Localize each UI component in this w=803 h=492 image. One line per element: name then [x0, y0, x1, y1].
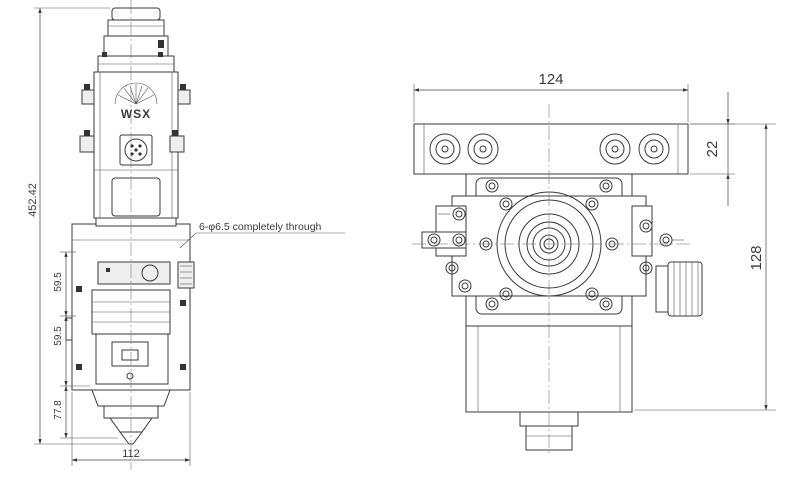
dim-segment-b: 59.5: [53, 326, 64, 346]
logo-text: WSX: [121, 107, 151, 121]
side-view: 124 22 128: [412, 71, 776, 456]
fitting-4-icon: [638, 133, 670, 165]
fitting-1-icon: [429, 133, 461, 165]
dim-flange-height: 22: [704, 141, 721, 158]
hole-note: 6-φ6.5 completely through: [199, 221, 322, 233]
fitting-3-icon: [599, 133, 631, 165]
adjust-knob-icon: [655, 261, 703, 317]
front-view: WSX: [27, 0, 345, 470]
dim-top-width: 124: [538, 71, 563, 88]
fitting-2-icon: [467, 133, 499, 165]
dim-segment-a: 59.5: [53, 272, 64, 292]
dim-overall-height: 452.42: [27, 183, 39, 217]
dim-width: 112: [122, 448, 140, 460]
dim-body-height: 128: [748, 245, 765, 270]
dim-segment-c: 77.8: [53, 400, 64, 420]
connector-icon: [119, 134, 153, 166]
